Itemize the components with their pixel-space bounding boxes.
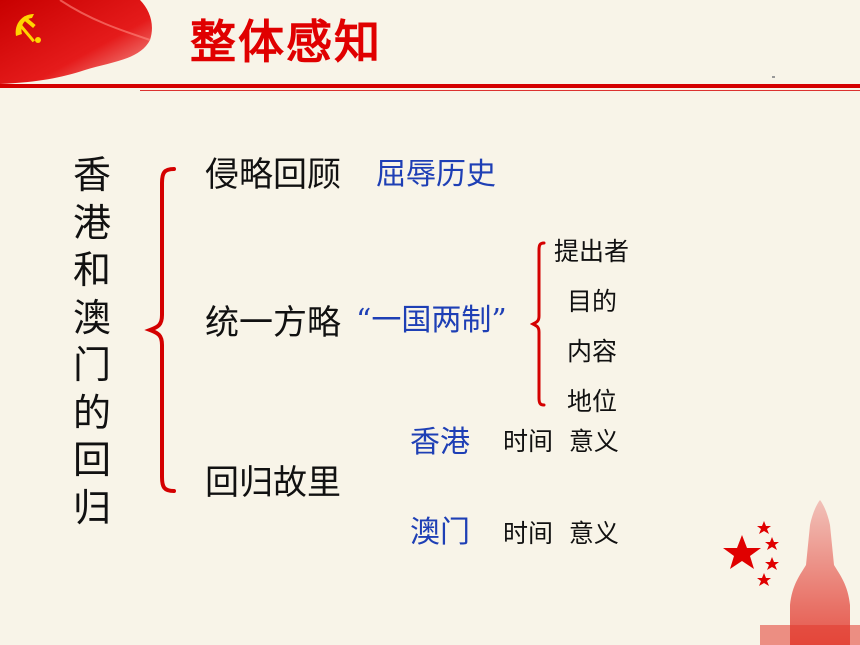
topic-char: 回	[72, 438, 111, 482]
decor-dot	[772, 76, 775, 78]
page-title: 整体感知	[190, 15, 382, 69]
header-divider	[0, 84, 860, 88]
sub-brace	[530, 241, 546, 407]
branch-unification-detail: “一国两制”	[356, 303, 507, 338]
topic-char: 澳	[72, 295, 111, 340]
topic-char: 的	[72, 390, 111, 435]
branch-unification-policy: 统一方略	[205, 303, 341, 343]
main-brace	[144, 167, 176, 493]
topic-vertical-title: 香 港 和 澳 门 的 回 归	[70, 152, 114, 532]
region-hongkong-aspects: 时间 意义	[503, 427, 619, 456]
topic-char: 门	[72, 343, 111, 387]
topic-char: 港	[72, 200, 111, 245]
region-hongkong: 香港	[410, 425, 470, 460]
subitem-status: 地位	[567, 387, 618, 416]
topic-char: 归	[72, 485, 111, 530]
region-macau-aspects: 时间 意义	[503, 519, 619, 548]
region-macau: 澳门	[410, 515, 470, 550]
topic-char: 香	[72, 153, 111, 197]
branch-aggression-detail: 屈辱历史	[376, 157, 496, 192]
subitem-proposer: 提出者	[554, 237, 630, 266]
tiananmen-stars-icon	[723, 500, 860, 645]
party-emblem-icon	[15, 14, 41, 43]
subitem-purpose: 目的	[567, 287, 618, 316]
branch-aggression-review: 侵略回顾	[205, 155, 341, 195]
party-flag-decoration	[0, 0, 152, 84]
header-divider-thin	[140, 90, 860, 91]
topic-char: 和	[72, 248, 111, 292]
subitem-content: 内容	[567, 337, 618, 366]
branch-return-home: 回归故里	[205, 463, 341, 503]
